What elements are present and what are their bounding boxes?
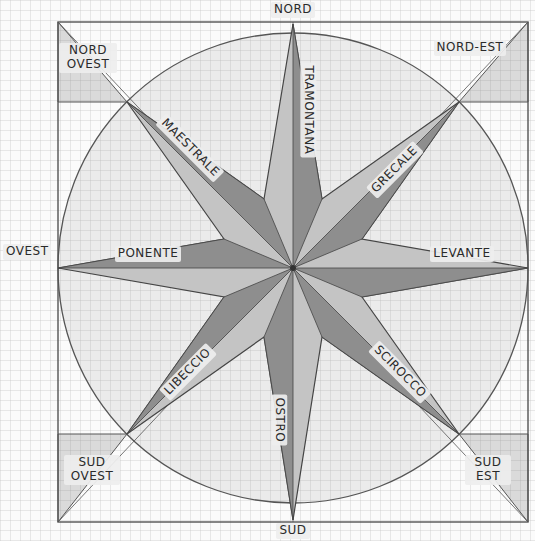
- star-point-shade: [58, 239, 293, 268]
- corner-shade: [58, 434, 127, 522]
- compass-label: SUD OVEST: [64, 455, 120, 485]
- star-point-shade: [293, 268, 459, 434]
- compass-label: NORD-EST: [434, 40, 507, 56]
- star-point-shade: [127, 268, 293, 434]
- corner-shade: [459, 434, 528, 522]
- compass-label: SUD EST: [465, 455, 511, 485]
- outer-square: [58, 22, 528, 522]
- compass-label: OSTRO: [271, 395, 287, 446]
- star-point-shade: [293, 102, 459, 268]
- star-point-shade: [293, 24, 322, 268]
- diagonal-line: [58, 22, 528, 522]
- compass-label: PONENTE: [115, 246, 182, 262]
- star-rose: [58, 24, 528, 520]
- corner-shade: [459, 22, 528, 102]
- star-point-shade: [264, 268, 293, 520]
- star-point-shade: [127, 102, 293, 268]
- corner-shade: [58, 22, 127, 102]
- frame: [58, 22, 528, 522]
- compass-label: SUD: [276, 523, 309, 539]
- compass-label: TRAMONTANA: [300, 63, 316, 158]
- center-dot: [290, 265, 296, 271]
- star-point-shade: [293, 268, 528, 297]
- compass-label: OVEST: [3, 244, 51, 260]
- star-shading: [58, 24, 528, 520]
- compass-label: NORD OVEST: [59, 43, 117, 73]
- compass-label: LEVANTE: [430, 246, 493, 262]
- diagonal-line: [58, 22, 528, 522]
- compass-label: NORD: [271, 2, 315, 18]
